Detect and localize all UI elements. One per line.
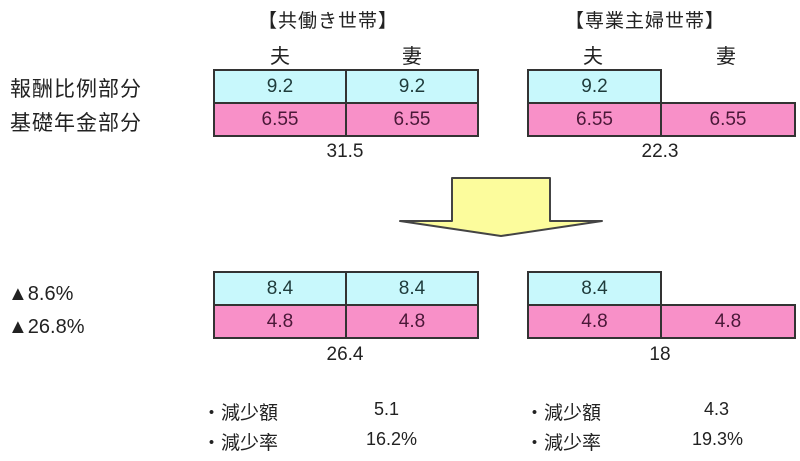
cell-before-single-husband-earnings: 9.2 [527, 69, 662, 104]
reduction-rate-label-single: ・減少率 [525, 432, 602, 454]
cell-after-single-husband-basic: 4.8 [527, 304, 662, 339]
cell-before-dual-husband-earnings: 9.2 [213, 69, 347, 104]
cell-before-dual-wife-earnings: 9.2 [345, 69, 479, 104]
reduction-amount-label-single: ・減少額 [525, 402, 602, 424]
reduction-amount-dual: 5.1 [374, 399, 400, 419]
change-rate-earnings-related: ▲8.6% [8, 283, 74, 305]
total-before-single: 22.3 [641, 141, 679, 162]
person-husband-single: 夫 [583, 44, 603, 68]
cell-after-dual-husband-earnings: 8.4 [213, 271, 347, 306]
cell-after-single-wife-basic: 4.8 [660, 304, 796, 339]
cell-before-dual-husband-basic: 6.55 [213, 102, 347, 137]
cell-after-dual-wife-basic: 4.8 [345, 304, 479, 339]
reduction-rate-dual: 16.2% [366, 429, 418, 449]
reduction-amount-label-dual: ・減少額 [202, 402, 279, 424]
group-title-single-income: 【専業主婦世帯】 [565, 10, 726, 32]
reduction-amount-single: 4.3 [704, 399, 730, 419]
person-wife-single: 妻 [716, 44, 736, 68]
cell-after-single-husband-earnings: 8.4 [527, 271, 662, 306]
row-label-earnings-related: 報酬比例部分 [10, 77, 142, 101]
reduction-rate-single: 19.3% [692, 429, 744, 449]
row-label-basic-pension: 基礎年金部分 [10, 111, 142, 135]
person-husband-dual: 夫 [270, 44, 290, 68]
change-rate-basic-pension: ▲26.8% [8, 316, 85, 338]
reduction-rate-label-dual: ・減少率 [202, 432, 279, 454]
cell-after-dual-husband-basic: 4.8 [213, 304, 347, 339]
cell-before-single-husband-basic: 6.55 [527, 102, 662, 137]
down-arrow-icon [399, 177, 603, 237]
cell-before-dual-wife-basic: 6.55 [345, 102, 479, 137]
cell-after-dual-wife-earnings: 8.4 [345, 271, 479, 306]
cell-before-single-wife-basic: 6.55 [660, 102, 796, 137]
group-title-dual-income: 【共働き世帯】 [258, 10, 399, 32]
total-before-dual: 31.5 [326, 141, 364, 162]
person-wife-dual: 妻 [402, 44, 422, 68]
total-after-dual: 26.4 [326, 344, 364, 365]
total-after-single: 18 [649, 344, 671, 365]
